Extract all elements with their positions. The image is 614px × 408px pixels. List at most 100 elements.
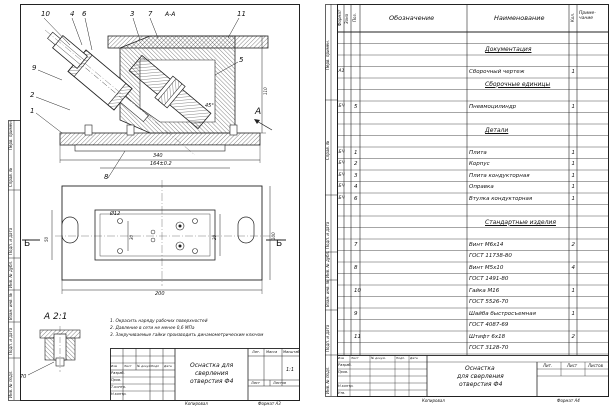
spec-lit-label: Лит. (543, 363, 553, 368)
spec-col-date: Дата (410, 356, 418, 360)
title-block-col-list: Лист (124, 364, 132, 368)
title-block-scale-value: 1:1 (286, 367, 295, 373)
header-name: Наименование (494, 14, 545, 22)
spec-title-line-2: для сверления (457, 373, 504, 380)
spec-role-approve: Утв. (338, 391, 346, 395)
spec-row-qty: 1 (571, 149, 576, 156)
spec-row-position: 3 (354, 172, 358, 179)
spec-row-name: Шайба быстросъемная (469, 310, 536, 317)
spec-row-name: ГОСТ 4087-69 (469, 322, 509, 328)
spec-title-line-3: отверстия Ф4 (459, 381, 503, 388)
spec-row-qty: 1 (571, 103, 576, 110)
spec-row-qty: 1 (571, 195, 576, 202)
callout-10: 10 (41, 10, 50, 18)
header-designation: Обозначение (389, 14, 435, 22)
dim-340: 340 (153, 153, 163, 159)
title-block-title-line-1: Оснастка для (190, 362, 234, 369)
spec-col-list: Лист (351, 356, 359, 360)
spec-margin-sprav: Справ. № (325, 140, 330, 160)
margin-label-sprav: Справ. № (8, 167, 13, 187)
margin-label-podp-date: Подп. и дата (8, 327, 13, 355)
spec-row-qty: 1 (571, 184, 576, 190)
section-arrow-left: Б (24, 239, 31, 249)
spec-row-position: 10 (354, 287, 361, 294)
spec-row-position: 1 (354, 149, 358, 156)
spec-row-qty: 1 (571, 69, 576, 75)
spec-section-heading: Стандартные изделия (485, 218, 556, 226)
spec-row-name: ГОСТ 11738-80 (469, 253, 512, 259)
spec-sheet-label: Лист (567, 363, 578, 368)
technical-note-1: 1. Окрасить наряду рабочих поверхностей (110, 319, 208, 324)
spec-row-qty: 1 (571, 287, 576, 294)
title-block-lit-header: Лит. (252, 350, 261, 354)
title-block-col-date: Дата (164, 364, 172, 368)
title-block-scale-header: Масштаб (283, 350, 300, 354)
spec-row-name: Сборочный чертеж (469, 69, 525, 75)
detail-note: 70 (20, 374, 27, 380)
title-block-sheet-label: Лист (251, 381, 260, 385)
title-block-col-doc: № докум. (137, 364, 152, 368)
margin-label-podp-date-2: Подп. и дата (8, 227, 13, 255)
spec-row-name: Винт М6х14 (469, 241, 504, 248)
spec-row-name: Пневмоцилиндр (469, 103, 517, 110)
callout-1: 1 (30, 107, 35, 115)
callout-11: 11 (237, 10, 246, 18)
spec-footer-format: Формат А4 (557, 398, 580, 403)
dim-phi12: Ø12 (110, 211, 121, 217)
spec-sheets-label: Листов (588, 363, 603, 368)
callout-9: 9 (32, 64, 37, 72)
spec-section-heading: Документация (485, 46, 532, 53)
spec-row-name: Корпус (469, 161, 490, 167)
dim-30: 30 (129, 234, 134, 240)
spec-row-name: Втулка кондукторная (469, 195, 533, 202)
spec-row-name: ГОСТ 5526-70 (469, 299, 509, 305)
spec-row-name: Плита кондукторная (469, 172, 530, 179)
spec-row-position: 5 (354, 103, 358, 110)
callout-8: 8 (104, 173, 109, 181)
title-block-mass-header: Масса (266, 350, 278, 354)
spec-row-name: Плита (469, 149, 487, 156)
spec-title-line-1: Оснастка (465, 365, 495, 372)
spec-row-name: Штифт 6х18 (469, 333, 506, 340)
spec-row-position: 2 (354, 161, 358, 167)
footer-format: Формат А3 (258, 401, 281, 406)
spec-row-position: 11 (354, 333, 361, 340)
callout-2: 2 (30, 91, 35, 99)
header-note: Приме-чание (579, 11, 596, 21)
callout-3: 3 (130, 10, 135, 18)
title-block-title-line-2: сверления (195, 370, 229, 377)
spec-margin-podp-date-2: Подп. и дата (325, 221, 330, 249)
spec-margin-perv: Перв. примен. (325, 39, 330, 70)
title-block-role-tcontrol: Т.контр. (111, 385, 127, 389)
spec-row-qty: 4 (571, 264, 576, 271)
spec-col-izm: Изм (338, 356, 345, 360)
header-pos: Поз. (352, 13, 357, 22)
dim-200: 200 (155, 291, 165, 297)
assembly-drawing (8, 4, 300, 401)
spec-col-sign: Подп. (396, 356, 406, 360)
spec-margin-vzam: Взам. инв. № (325, 279, 330, 307)
spec-row-position: 9 (354, 310, 358, 317)
dim-20: 20 (212, 234, 217, 240)
spec-col-doc: № докум. (371, 356, 386, 360)
margin-label-inv-podl: Инв. № подл. (8, 370, 13, 398)
spec-footer-copied: Копировал (422, 398, 445, 403)
spec-row-format: БЧ (338, 195, 345, 201)
margin-label-inv-dubl: Инв. № дубл. (8, 260, 13, 288)
title-block-role-developer: Разраб. (111, 371, 125, 375)
view-arrow-A: A (255, 107, 262, 117)
detail-view-label: A 2:1 (44, 312, 68, 322)
specification-grid (325, 4, 609, 397)
title-block-role-ncontrol: Н.контр. (111, 392, 127, 396)
spec-row-qty: 1 (571, 161, 576, 167)
spec-row-position: 4 (354, 184, 358, 190)
callout-6: 6 (82, 10, 87, 18)
technical-note-3: 3. Закручиваемые гайки производить динам… (110, 333, 264, 338)
title-block-title-line-3: отверстия Ф4 (190, 378, 234, 385)
spec-section-heading: Детали (485, 126, 509, 134)
spec-row-qty: 2 (571, 333, 576, 340)
spec-row-format: БЧ (338, 184, 345, 189)
spec-section-heading: Сборочные единицы (485, 80, 551, 88)
specification-sheet: Формат Зона Поз. Обозначение Наименовани… (307, 0, 614, 408)
spec-row-format: А1 (338, 69, 345, 74)
